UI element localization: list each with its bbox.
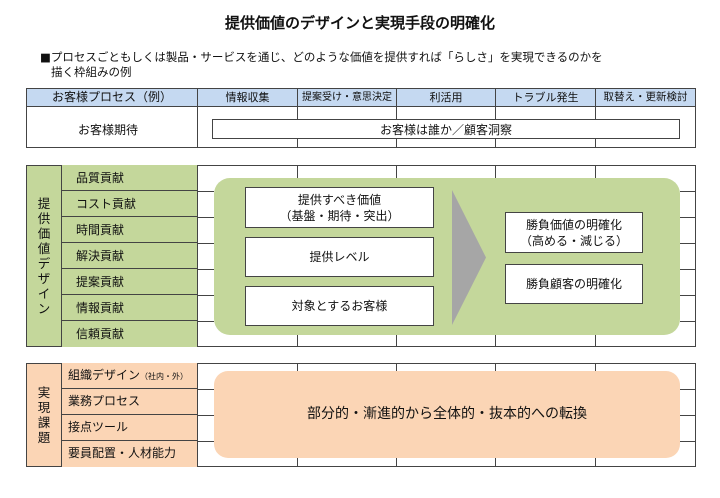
grid-line [396, 165, 397, 178]
value-box-level: 提供レベル [245, 237, 434, 277]
implementation-summary: 部分的・漸進的から全体的・抜本的への転換 [214, 371, 680, 458]
value-box-winning-value: 勝負価値の明確化 （高める・減じる） [505, 212, 643, 253]
grid-line [680, 217, 696, 218]
grid-line [297, 335, 298, 347]
value-box-winning-customer: 勝負顧客の明確化 [505, 264, 643, 304]
grid-line [680, 441, 696, 442]
divider [197, 165, 198, 347]
grid-line [495, 139, 496, 148]
subtitle-line-1: ■プロセスごともしくは製品・サービスを通じ、どのような価値を提供すれば「らしさ」… [40, 50, 603, 64]
impl-row-1: 組織デザイン（社内・外） [61, 363, 198, 389]
value-box-provided-value-line1: 提供すべき価値 [297, 192, 382, 207]
grid-line [197, 415, 214, 416]
grid-line [680, 389, 696, 390]
grid-line [197, 269, 214, 270]
grid-line [680, 243, 696, 244]
header-col-2: 提案受け・意思決定 [297, 88, 397, 107]
impl-row-2: 業務プロセス [61, 389, 198, 415]
value-box-target-customer: 対象とするお客様 [245, 286, 434, 326]
grid-line [197, 243, 214, 244]
value-row-1: 品質貢献 [61, 165, 198, 191]
header-col-1: 情報収集 [197, 88, 298, 107]
value-box-winning-value-line1: 勝負価値の明確化 [525, 217, 622, 232]
grid-line [297, 458, 298, 467]
value-box-provided-value-line2: （基盤・期待・突出） [279, 208, 400, 223]
grid-line [197, 389, 214, 390]
impl-row-1-note: （社内・外） [140, 372, 189, 381]
grid-line [595, 335, 596, 347]
grid-line [595, 458, 596, 467]
header-col-3: 利活用 [396, 88, 496, 107]
value-row-6: 情報貢献 [61, 295, 198, 321]
impl-row-3: 接点ツール [61, 415, 198, 441]
grid-line [495, 458, 496, 467]
value-box-provided-value: 提供すべき価値 （基盤・期待・突出） [245, 187, 434, 228]
subtitle-line-2: 描く枠組みの例 [51, 65, 132, 79]
subtitle: ■プロセスごともしくは製品・サービスを通じ、どのような価値を提供すれば「らしさ」… [40, 50, 690, 80]
page-title: 提供価値のデザインと実現手段の明確化 [224, 14, 495, 32]
grid-line [595, 139, 596, 148]
implementation-side-label: 実現課題 [37, 385, 51, 445]
grid-line [595, 363, 596, 371]
grid-line [197, 441, 214, 442]
grid-line [297, 165, 298, 178]
grid-line [495, 335, 496, 347]
grid-line [396, 363, 397, 371]
impl-row-4: 要員配置・人材能力 [61, 441, 198, 467]
value-row-5: 提案貢献 [61, 269, 198, 295]
value-box-level-label: 提供レベル [309, 250, 370, 264]
grid-line [595, 106, 596, 119]
grid-line [595, 165, 596, 178]
grid-line [396, 139, 397, 148]
value-row-3: 時間貢献 [61, 217, 198, 243]
value-box-winning-customer-label: 勝負顧客の明確化 [525, 277, 622, 291]
expectation-label: お客様期待 [78, 123, 139, 137]
impl-row-2-label: 業務プロセス [68, 394, 141, 408]
expectation-value-box [212, 119, 680, 139]
value-row-2: コスト貢献 [61, 191, 198, 217]
header-col-5: 取替え・更新検討 [595, 88, 696, 107]
impl-row-3-label: 接点ツール [68, 420, 129, 434]
grid-line [197, 191, 214, 192]
grid-line [495, 363, 496, 371]
impl-row-4-label: 要員配置・人材能力 [68, 446, 177, 460]
value-box-target-customer-label: 対象とするお客様 [291, 299, 388, 313]
grid-line [495, 106, 496, 119]
header-process: お客様プロセス（例） [26, 88, 198, 107]
grid-line [396, 458, 397, 467]
arrow-shape [452, 190, 486, 325]
grid-line [297, 139, 298, 148]
expectation-value: お客様は誰か／顧客洞察 [379, 123, 512, 137]
impl-row-1-label: 組織デザイン [68, 368, 141, 382]
divider [197, 106, 198, 148]
header-col-4: トラブル発生 [495, 88, 596, 107]
grid-line [396, 106, 397, 119]
grid-line [680, 415, 696, 416]
value-design-side-label: 提供価値デザイン [37, 196, 51, 316]
grid-line [396, 335, 397, 347]
grid-line [680, 295, 696, 296]
grid-line [297, 363, 298, 371]
grid-line [680, 269, 696, 270]
grid-line [197, 217, 214, 218]
arrow-right-icon [452, 190, 486, 325]
value-box-winning-value-line2: （高める・減じる） [519, 233, 628, 248]
grid-line [680, 321, 696, 322]
value-row-7: 信頼貢献 [61, 321, 198, 347]
value-design-side [26, 165, 62, 347]
grid-line [197, 295, 214, 296]
grid-line [495, 165, 496, 178]
value-row-4: 解決貢献 [61, 243, 198, 269]
grid-line [680, 191, 696, 192]
grid-line [197, 321, 214, 322]
grid-line [297, 106, 298, 119]
